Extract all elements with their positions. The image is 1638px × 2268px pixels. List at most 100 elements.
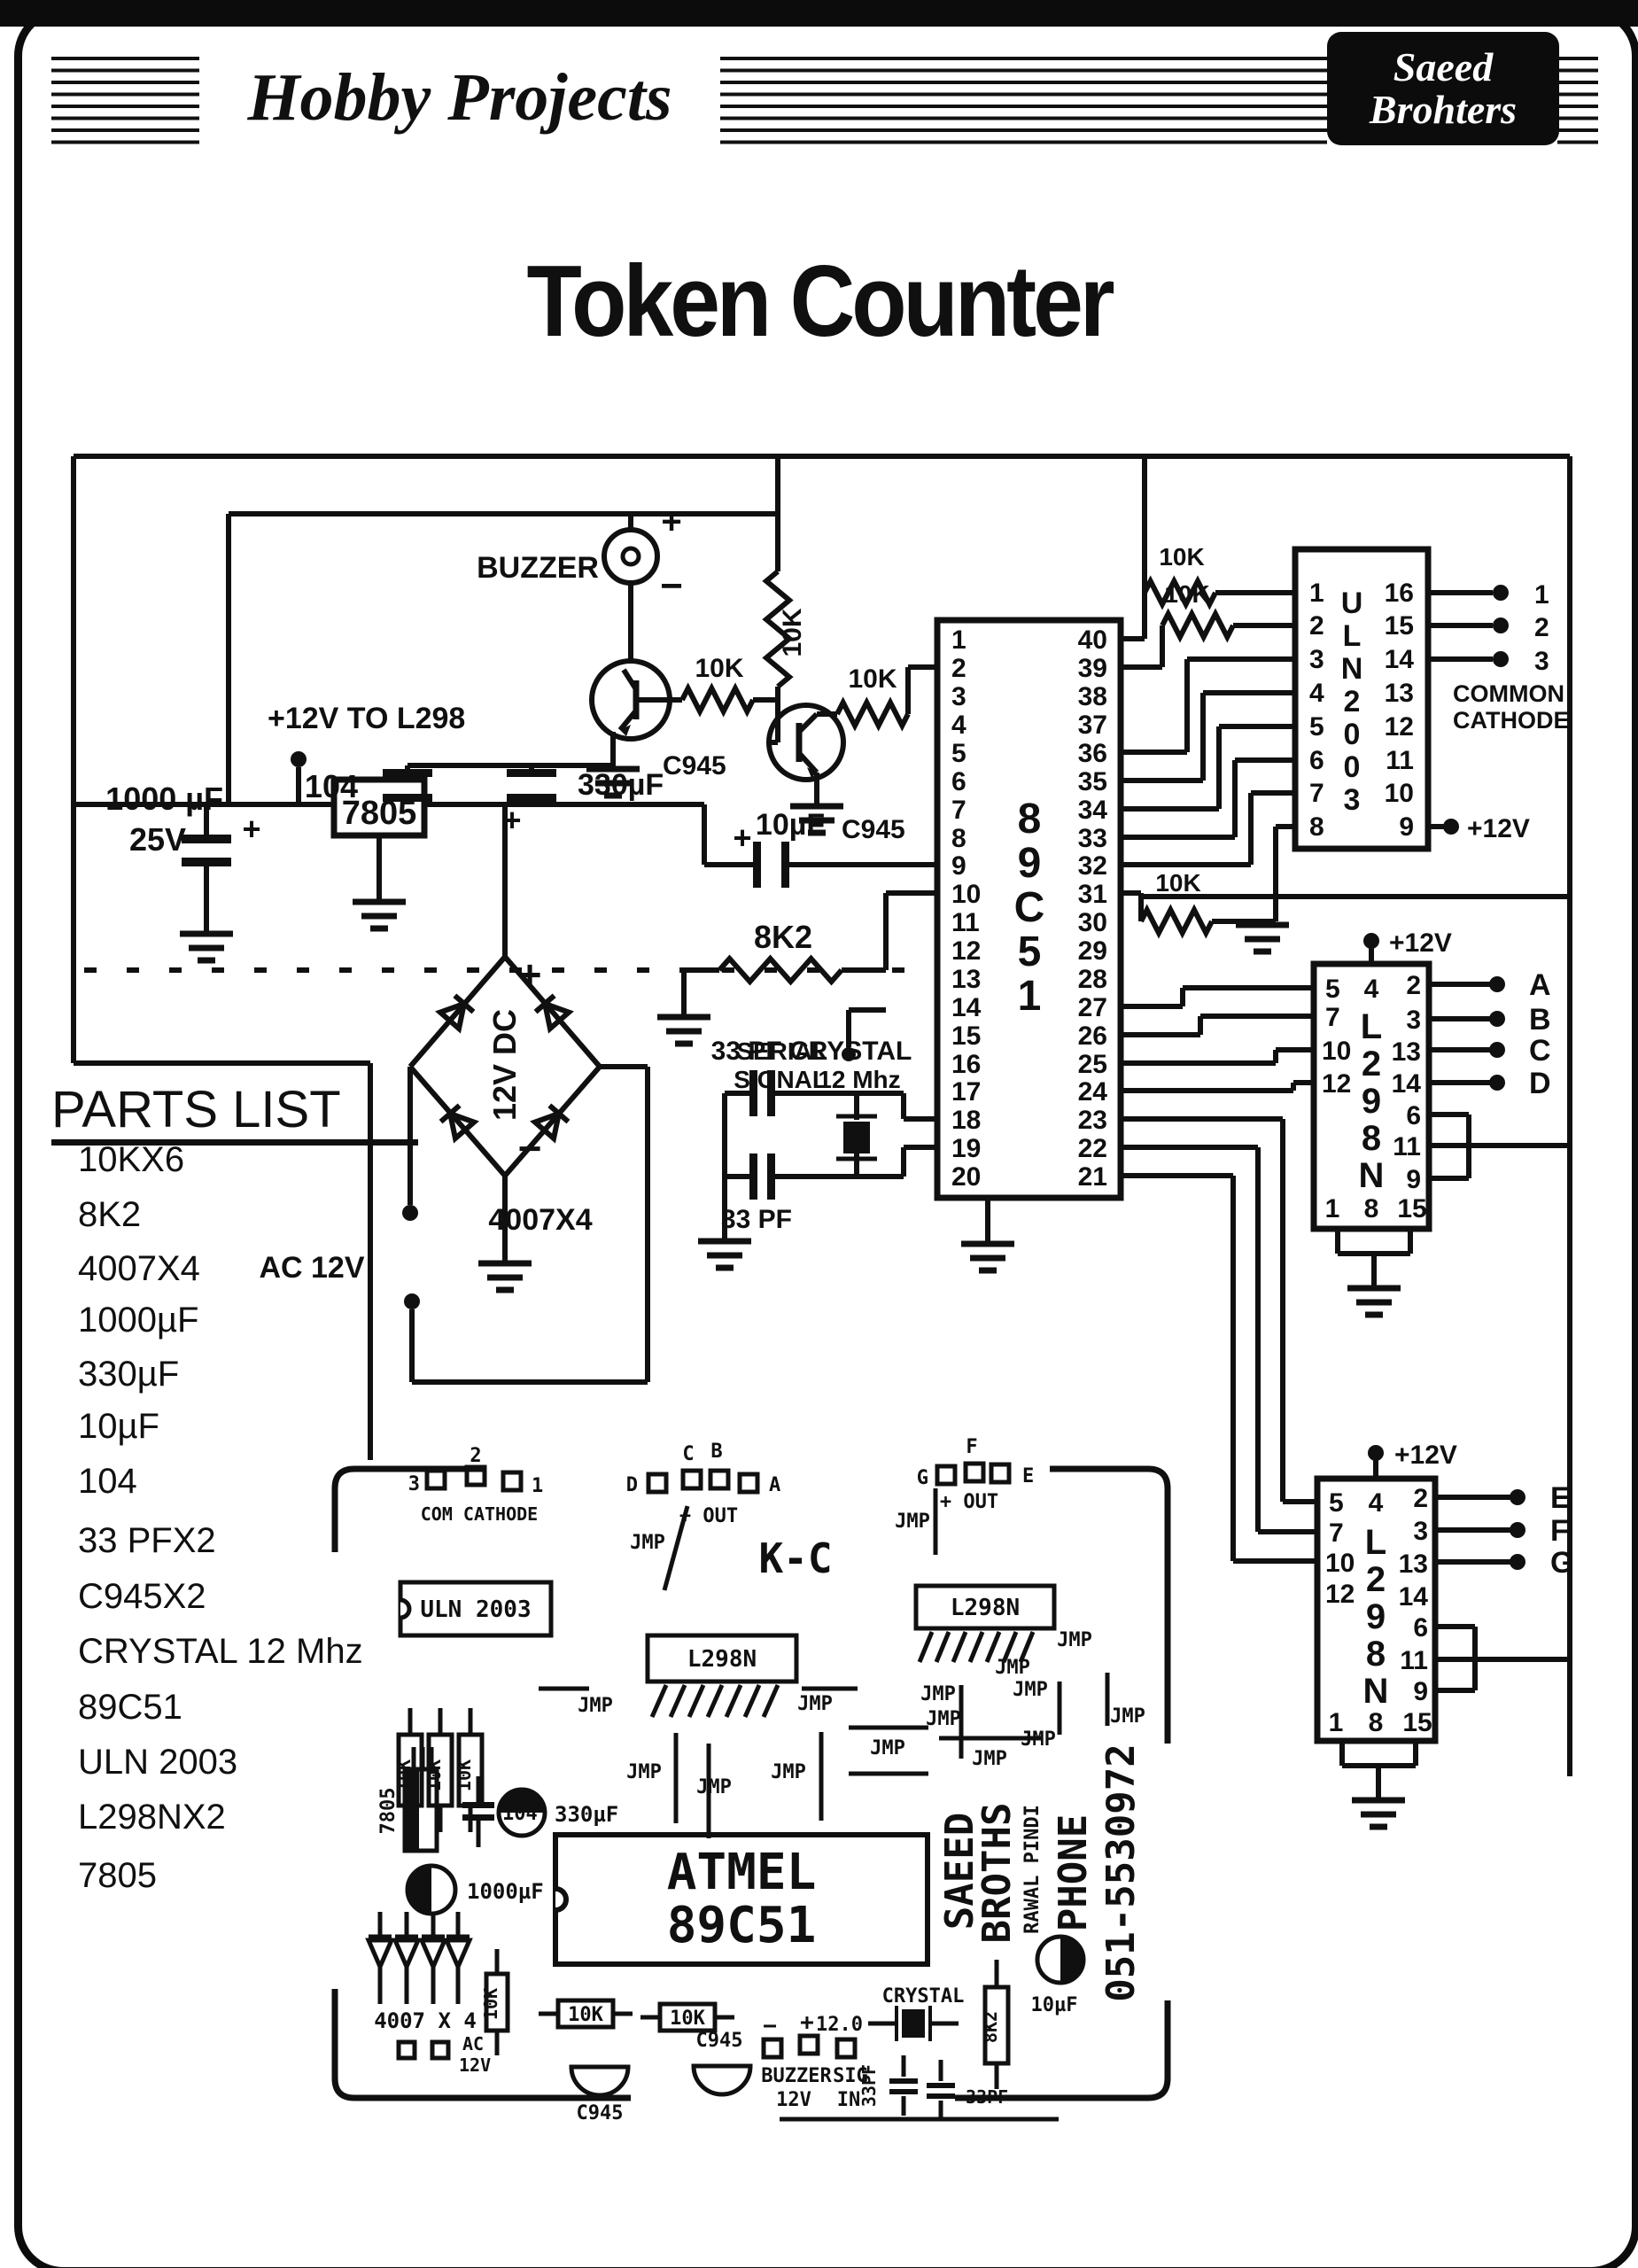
uln-pin-9: 9 [1399, 812, 1414, 842]
pcb-jmp: JMP [696, 1776, 732, 1798]
pcb-10k: 10K [393, 1759, 415, 1791]
solder-pad [646, 1472, 669, 1495]
mcu-pin-26: 26 [1078, 1021, 1107, 1051]
pcb-kc: K-C [758, 1534, 832, 1582]
pcb-out2: + OUT [940, 1491, 998, 1513]
c104-label: 104 [305, 768, 358, 804]
mcu-pin-5: 5 [951, 739, 966, 768]
pcb-jmp: JMP [1013, 1679, 1048, 1701]
solder-pad [424, 1468, 447, 1491]
scan-dot [212, 967, 224, 973]
solder-pad [835, 2037, 858, 2060]
mcu-pin-28: 28 [1078, 965, 1107, 994]
junction-dot [291, 751, 307, 767]
r2-label: 10K [778, 608, 807, 656]
scan-dot [169, 967, 182, 973]
pcb-jmp: JMP [1021, 1728, 1056, 1751]
mcu-pin-23: 23 [1078, 1106, 1107, 1135]
solder-pad [797, 2033, 820, 2056]
pcb-c945: C945 [696, 2030, 743, 2052]
pcb-cc-2: 2 [470, 1445, 481, 1467]
uln-pin-5: 5 [1309, 712, 1324, 742]
solder-pad [501, 1470, 524, 1493]
uln-out-2: 2 [1534, 613, 1549, 642]
mcu-pin-6: 6 [951, 767, 966, 796]
uln-pin-16: 16 [1385, 579, 1414, 608]
pcb-phone: PHONE [1051, 1814, 1096, 1931]
resistor [1138, 904, 1215, 939]
pcb-jmp: JMP [926, 1708, 961, 1730]
wire [796, 750, 819, 775]
capacitor-plate [462, 1814, 494, 1821]
junction-dot [1489, 1075, 1505, 1091]
solder-pad [430, 2039, 451, 2061]
pcb-jmp: JMP [1110, 1705, 1145, 1728]
parts-item: 4007X4 [78, 1249, 200, 1288]
pcb-330uf: 330µF [555, 1802, 618, 1827]
l298a-pin-1: 1 [1325, 1194, 1340, 1223]
parts-heading: PARTS LIST [51, 1081, 341, 1138]
l298b-pin-14: 14 [1399, 1582, 1429, 1612]
uln-pin-1: 1 [1309, 579, 1324, 608]
q2-label: C945 [842, 815, 905, 844]
l298b-pin-12: 12 [1325, 1580, 1355, 1609]
mcu-pin-32: 32 [1078, 851, 1107, 881]
mcu-pin-18: 18 [951, 1106, 981, 1135]
bridge-12vdc: 12V DC [486, 1009, 523, 1121]
out-g: G [1550, 1546, 1573, 1580]
emitter-arrow [620, 725, 631, 736]
junction-dot [842, 1047, 856, 1061]
out-b: B [1529, 1003, 1551, 1037]
scan-dot [807, 967, 819, 973]
pcb-buz-12v: 12V [776, 2089, 811, 2111]
scan-dot [467, 967, 479, 973]
junction-dot [402, 1205, 418, 1221]
pcb-saeed: SAEED [937, 1813, 982, 1930]
capacitor-plate [383, 769, 432, 777]
scan-dot [637, 967, 649, 973]
uln-pin-12: 12 [1385, 712, 1414, 742]
pcb-l298-label: L298N [687, 1646, 757, 1673]
resistor [717, 954, 844, 986]
scan-dot [297, 967, 309, 973]
wire [408, 1065, 508, 1177]
uln-pin-3: 3 [1309, 645, 1324, 674]
l298b-pin-13: 13 [1399, 1550, 1428, 1579]
scan-dot [892, 967, 904, 973]
mcu-pin-39: 39 [1078, 654, 1107, 683]
uln-pin-11: 11 [1386, 746, 1414, 775]
pcb-broths: BROTHS [974, 1803, 1020, 1944]
c1000-label2: 25V [129, 821, 186, 858]
wire [687, 1683, 706, 1719]
publisher-badge: Saeed Brohters [1327, 32, 1559, 145]
junction-dot [1489, 976, 1505, 992]
mcu-pin-15: 15 [951, 1021, 981, 1051]
c1000-label1: 1000 µF [105, 781, 223, 817]
junction-dot [1510, 1522, 1525, 1538]
pcb-jmp: JMP [995, 1657, 1030, 1679]
buzzer-label: BUZZER [477, 551, 599, 585]
pcb-10k: 10K [454, 1759, 475, 1791]
solder-pad [737, 1472, 760, 1495]
wire [668, 1683, 687, 1719]
pcb-cap-1000-fill [408, 1866, 431, 1914]
pcb-buz-plus: + [800, 2009, 814, 2036]
pcb-pad-g: G [917, 1467, 928, 1489]
scan-dot [339, 967, 352, 973]
c330-label: 330µF [578, 768, 664, 802]
junction-dot [1489, 1011, 1505, 1027]
parts-item: 330µF [78, 1355, 179, 1394]
pcb-diode [365, 1938, 395, 1973]
mcu-pin-29: 29 [1078, 936, 1107, 966]
pcb-buzzer: BUZZER [761, 2065, 832, 2087]
scan-dot [424, 967, 437, 973]
mcu-pin-2: 2 [951, 654, 966, 683]
parts-item: 33 PFX2 [78, 1521, 216, 1560]
l298a-pin-10: 10 [1322, 1037, 1351, 1066]
mcu-pin-17: 17 [951, 1077, 981, 1107]
l298a-pin-12: 12 [1322, 1069, 1351, 1099]
l298b-pin-3: 3 [1413, 1517, 1428, 1546]
c330-plus: + [502, 802, 521, 838]
pcb-atmel-line2: 89C51 [667, 1897, 817, 1954]
